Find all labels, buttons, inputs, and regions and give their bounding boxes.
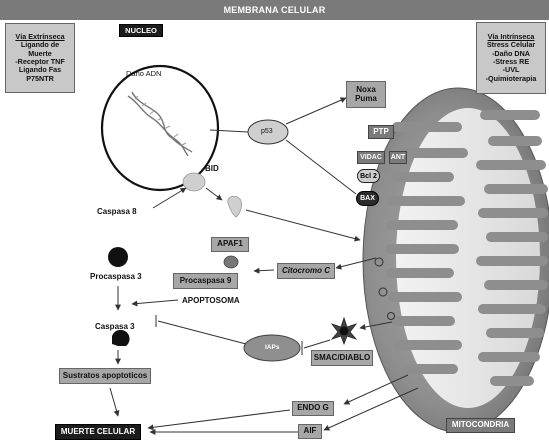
- arrow-endog-muerte: [147, 409, 291, 431]
- line-p53-bax: [285, 139, 357, 195]
- line-smac-iaps: [303, 339, 331, 349]
- dano-adn-label: Daño ADN: [126, 69, 162, 78]
- caspasa3-label: Caspasa 3: [95, 322, 135, 331]
- intrinsic-line: Stress Celular: [486, 40, 536, 50]
- bid-shape: [182, 172, 206, 192]
- vidac-box: VIDAC: [357, 151, 385, 164]
- aif-box: AIF: [298, 424, 322, 439]
- endo-g-box: ENDO G: [292, 401, 334, 416]
- bid-label: BID: [205, 164, 219, 173]
- p53-label: p53: [261, 128, 273, 135]
- nucleo-label: NUCLEO: [119, 24, 163, 37]
- arrow-mito-citocromo: [335, 257, 377, 270]
- truncated-bid-shape: [227, 195, 243, 218]
- line-dano-p53: [209, 129, 249, 133]
- apaf1-shape: [223, 255, 239, 269]
- mitochondria: [362, 87, 549, 433]
- apoptosoma-label: APOPTOSOMA: [182, 296, 240, 305]
- muerte-celular-box: MUERTE CELULAR: [55, 424, 141, 440]
- ant-box: ANT: [389, 151, 407, 164]
- citocromo-c-box: Citocromo C: [277, 263, 335, 279]
- procaspasa9-box: Procaspasa 9: [173, 273, 238, 289]
- extrinsic-line: Muerte: [28, 48, 52, 58]
- extrinsic-line: P75NTR: [26, 73, 54, 83]
- iaps-node: [243, 334, 301, 362]
- caspasa3-shape: [112, 329, 130, 346]
- via-intrinseca-title: Vía Intrínseca: [487, 32, 535, 42]
- arrow-mito-smac: [359, 321, 393, 330]
- bax-node: BAX: [356, 191, 379, 206]
- extrinsic-line: -Receptor TNF: [15, 57, 65, 66]
- nucleus: [100, 64, 220, 192]
- intrinsic-line: -Quimioterapia: [485, 73, 537, 83]
- arrow-bid-tbid: [205, 187, 223, 201]
- sustratos-apoptoticos-box: Sustratos apoptoticos: [59, 368, 151, 384]
- arrow-sustratos-muerte: [109, 387, 120, 417]
- via-extrinseca-title: Vía Extrínseca: [15, 32, 65, 42]
- caspasa8-label: Caspasa 8: [97, 207, 137, 216]
- arrow-tbid-mito: [245, 209, 361, 242]
- procaspasa3-shape: [108, 247, 128, 267]
- inhibit-iaps-caspasa3: [157, 320, 247, 345]
- iaps-label: IAPs: [265, 344, 280, 351]
- dna-helix-icon: [127, 91, 193, 157]
- smac-star-icon: [330, 316, 358, 346]
- arrow-citocromo-procaspasa9: [253, 267, 275, 274]
- arrow-p53-noxa: [285, 97, 347, 125]
- intrinsic-line: -UVL: [502, 65, 520, 75]
- noxa-label: Noxa: [356, 85, 376, 95]
- extrinsic-line: Ligando de: [20, 40, 60, 50]
- smac-diablo-box: SMAC/DIABLO: [311, 350, 373, 366]
- noxa-puma-box: Noxa Puma: [346, 81, 386, 108]
- mitocondria-label: MITOCONDRIA: [446, 418, 515, 433]
- procaspasa3-label: Procaspasa 3: [90, 272, 142, 281]
- intrinsic-line: -Stress RE: [492, 57, 530, 66]
- arrow-mito-endog: [343, 374, 409, 405]
- bcl2-node: Bcl 2: [357, 169, 380, 183]
- arrow-mito-aif: [323, 387, 419, 431]
- arrow-apoptosoma: [131, 299, 179, 307]
- arrow-caspasa8-bid: [152, 187, 187, 209]
- via-intrinseca-panel: Vía Intrínseca Stress Celular -Daño DNA …: [476, 22, 546, 94]
- extrinsic-line: Ligando Fas: [18, 65, 62, 75]
- puma-label: Puma: [355, 93, 377, 103]
- intrinsic-line: -Daño DNA: [492, 48, 530, 58]
- ptp-box: PTP: [368, 125, 394, 139]
- via-extrinseca-panel: Vía Extrínseca Ligando de Muerte -Recept…: [5, 23, 75, 93]
- membrana-celular-banner: MEMBRANA CELULAR: [0, 0, 549, 20]
- apaf1-box: APAF1: [211, 237, 249, 252]
